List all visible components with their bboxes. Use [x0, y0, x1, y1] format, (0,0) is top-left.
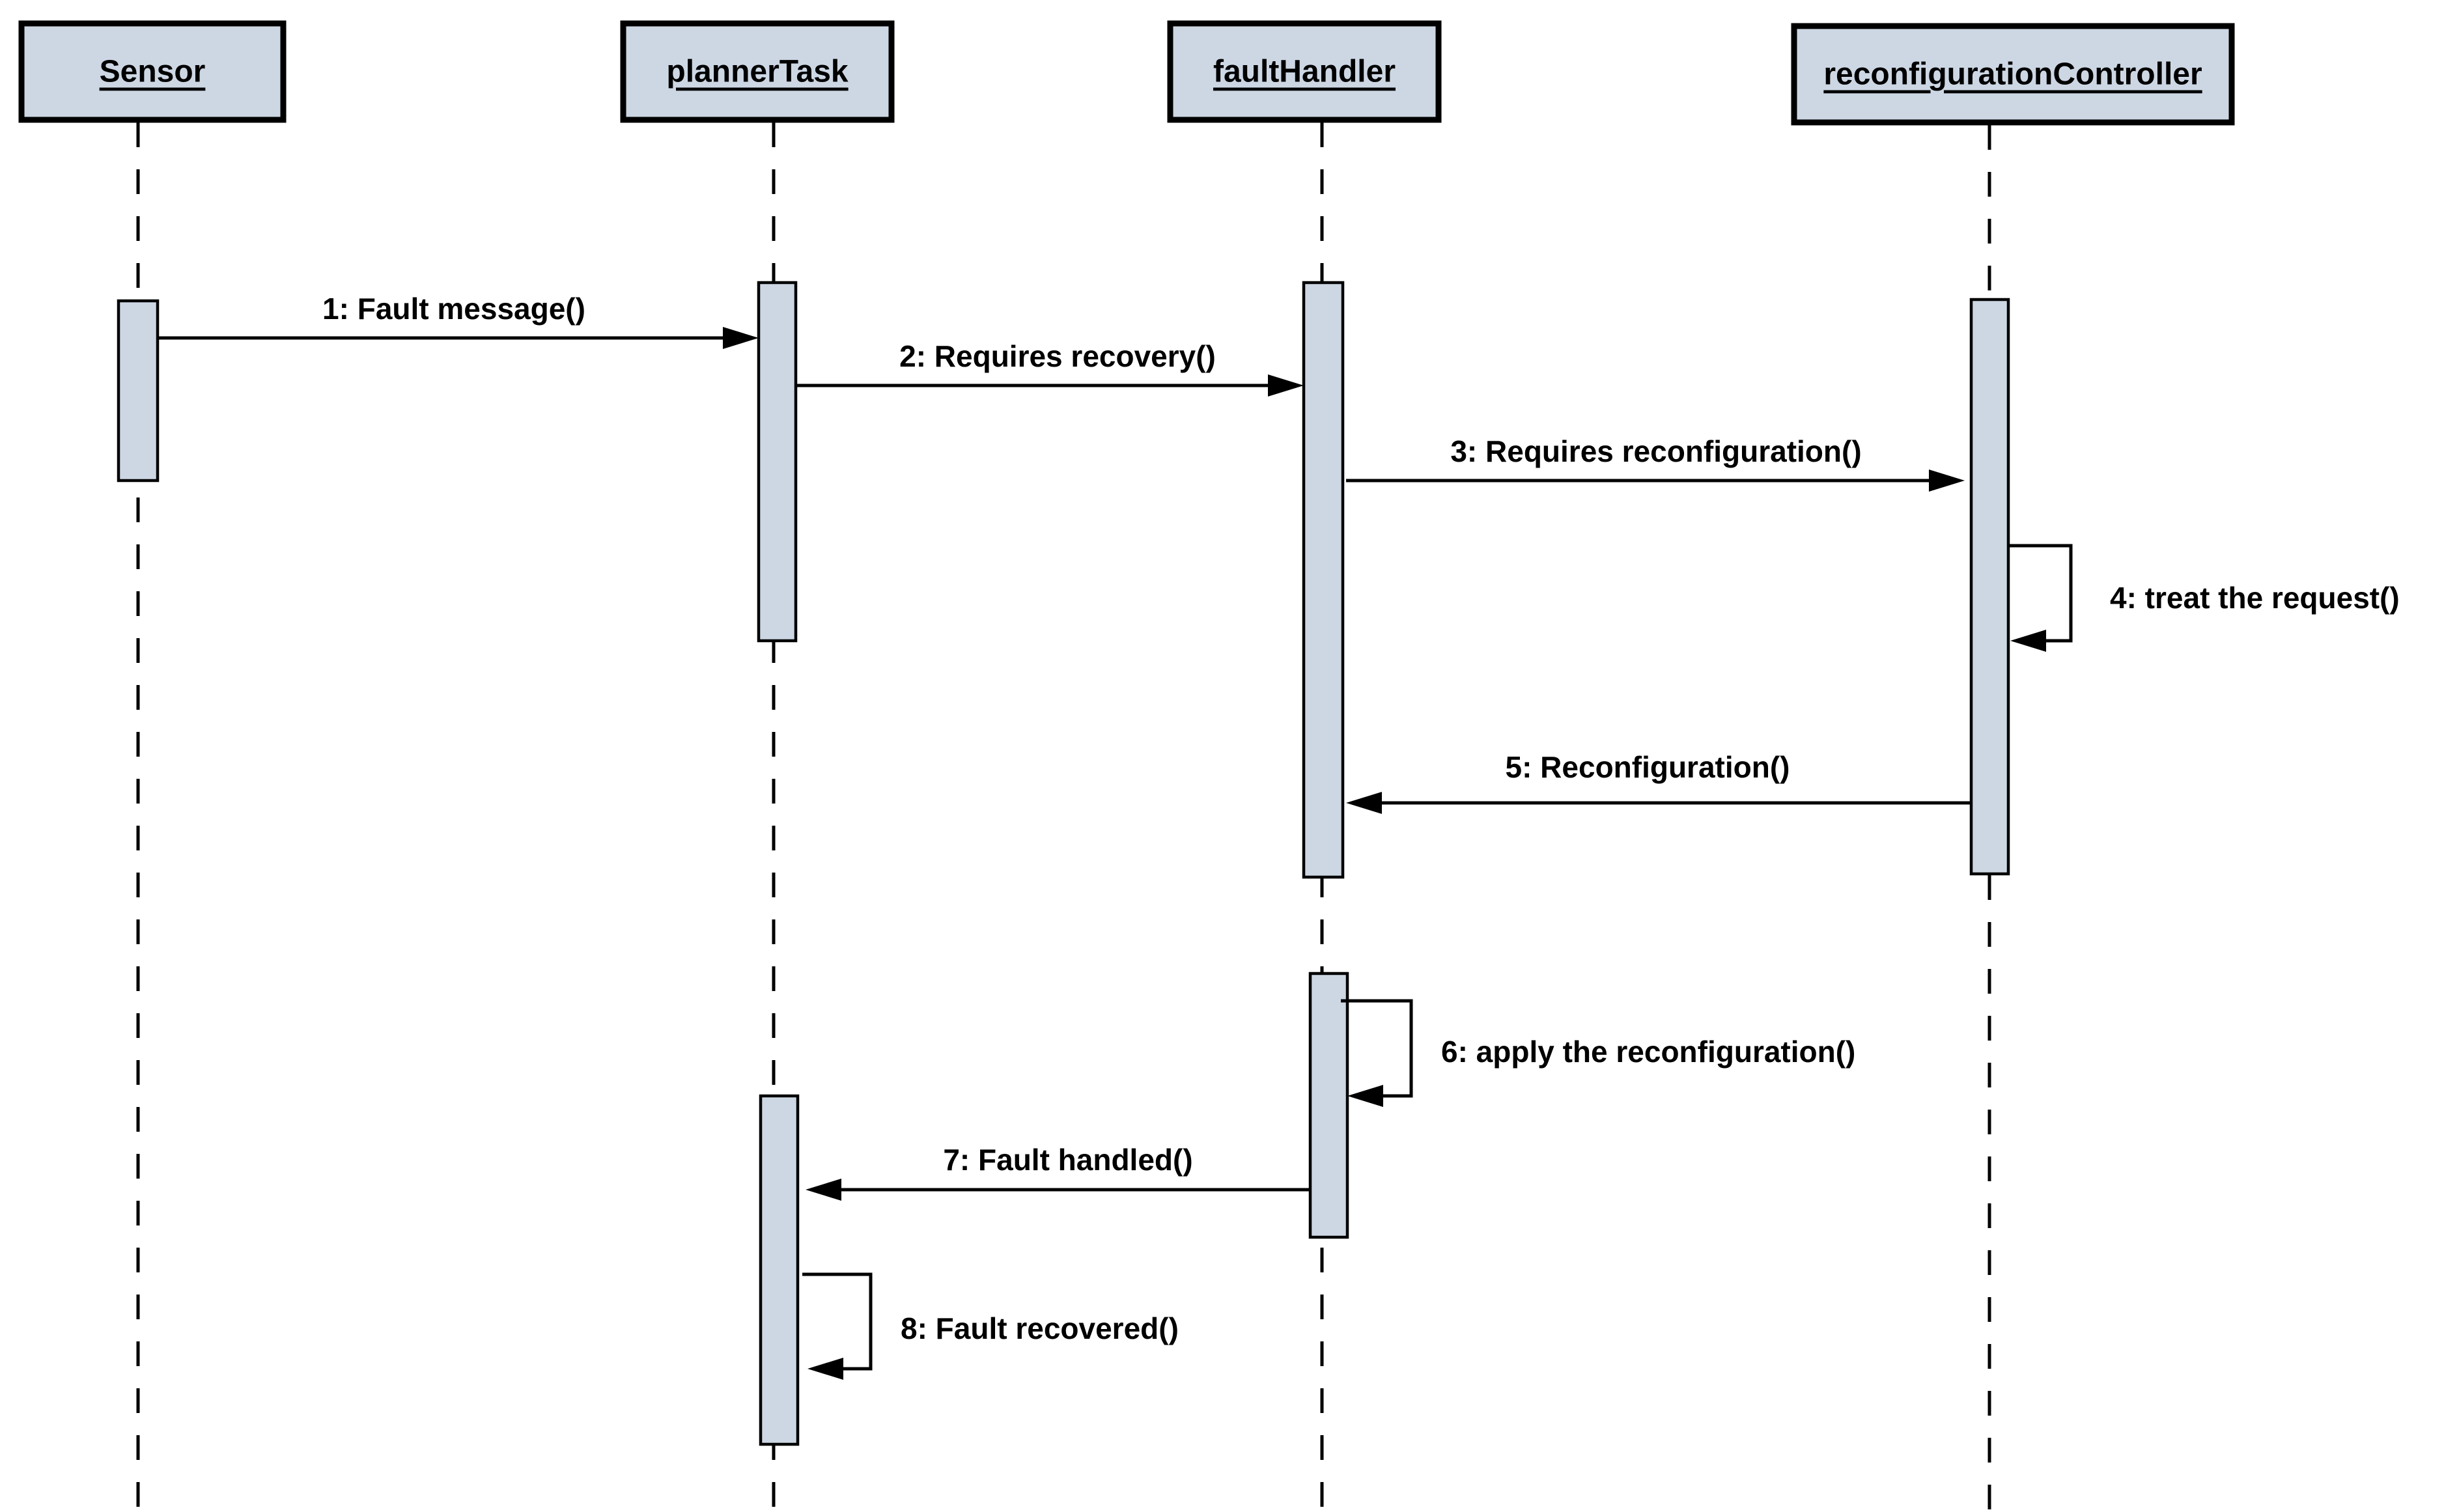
message-2: 2: Requires recovery(): [796, 339, 1304, 397]
message-5: 5: Reconfiguration(): [1346, 750, 1971, 814]
message-5-label: 5: Reconfiguration(): [1506, 750, 1790, 784]
participant-label: reconfigurationController: [1823, 57, 2202, 92]
message-2-label: 2: Requires recovery(): [899, 339, 1216, 373]
message-7: 7: Fault handled(): [806, 1143, 1310, 1201]
message-4-line: [2008, 544, 2073, 643]
activation-fault-handler-2: [1308, 972, 1349, 1239]
activation-reconfiguration-controller: [1969, 298, 2010, 876]
message-6-arrow-icon: [1347, 1085, 1383, 1107]
message-8: 8: Fault recovered(): [802, 1272, 1179, 1380]
message-8-line: [802, 1272, 873, 1371]
message-2-arrow-icon: [1268, 374, 1304, 397]
message-5-arrow-icon: [1346, 792, 1382, 814]
participant-fault-handler[interactable]: faultHandler: [1167, 20, 1442, 123]
message-1-label: 1: Fault message(): [322, 292, 585, 326]
activation-planner-task-2: [759, 1094, 800, 1446]
message-4-label: 4: treat the request(): [2110, 581, 2400, 615]
participant-box: [620, 20, 895, 123]
message-4: 4: treat the request(): [2008, 544, 2400, 652]
message-6: 6: apply the reconfiguration(): [1341, 999, 1855, 1107]
message-3-label: 3: Requires reconfiguration(): [1450, 434, 1861, 468]
participant-sensor[interactable]: Sensor: [18, 20, 287, 123]
participant-box: [18, 20, 287, 123]
participant-box: [1167, 20, 1442, 123]
message-3: 3: Requires reconfiguration(): [1346, 434, 1965, 492]
message-6-label: 6: apply the reconfiguration(): [1441, 1035, 1855, 1069]
message-8-label: 8: Fault recovered(): [901, 1311, 1179, 1345]
participant-label: plannerTask: [666, 55, 849, 89]
participant-box: [1791, 23, 2235, 126]
message-4-arrow-icon: [2010, 630, 2046, 652]
activation-sensor: [117, 299, 160, 483]
participant-reconfiguration-controller[interactable]: reconfigurationController: [1791, 23, 2235, 126]
activation-fault-handler-1: [1302, 281, 1345, 879]
participant-label: Sensor: [100, 55, 206, 89]
participant-planner-task[interactable]: plannerTask: [620, 20, 895, 123]
message-7-label: 7: Fault handled(): [943, 1143, 1192, 1177]
message-1-arrow-icon: [723, 327, 759, 349]
message-3-arrow-icon: [1929, 469, 1965, 492]
message-8-arrow-icon: [808, 1358, 843, 1380]
participant-label: faultHandler: [1213, 55, 1396, 89]
activation-planner-task-1: [757, 281, 798, 643]
message-6-line: [1341, 999, 1413, 1098]
message-7-arrow-icon: [806, 1179, 841, 1201]
message-1: 1: Fault message(): [158, 292, 759, 349]
